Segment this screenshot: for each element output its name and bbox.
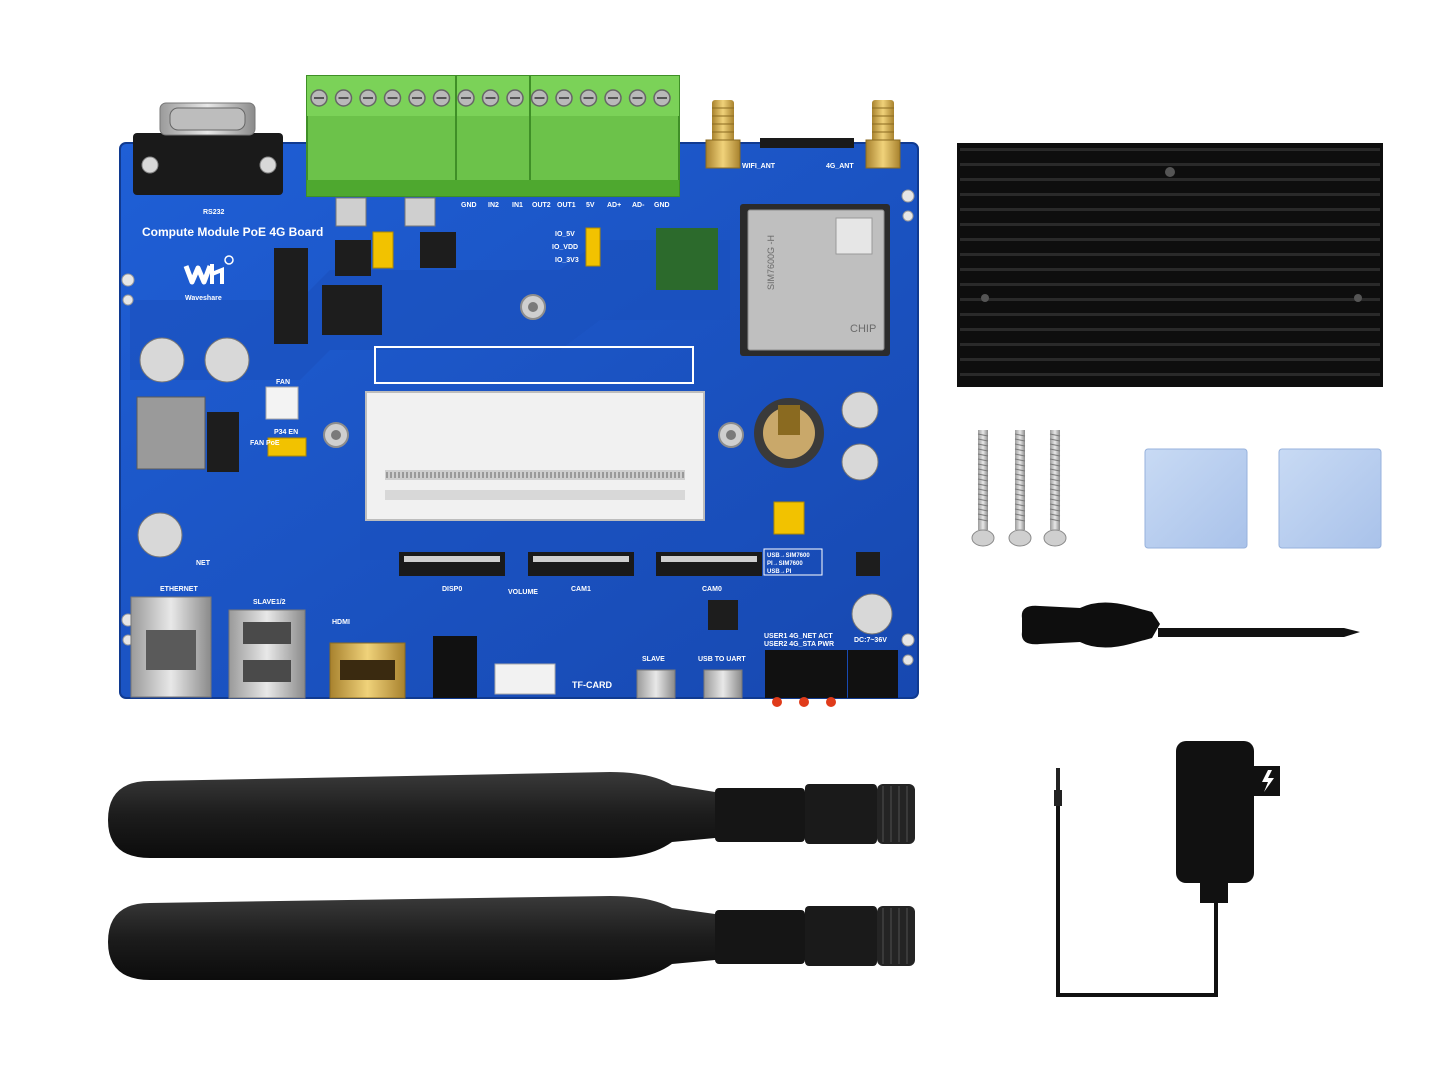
cam0-label: CAM0 bbox=[702, 586, 722, 593]
svg-text:IN1: IN1 bbox=[512, 202, 523, 209]
ic-chips bbox=[207, 228, 880, 630]
svg-text:AD+: AD+ bbox=[607, 202, 621, 209]
rs232-label: RS232 bbox=[203, 209, 225, 216]
hdmi-port bbox=[329, 642, 406, 699]
speaker-connector bbox=[494, 663, 556, 695]
svg-text:5V: 5V bbox=[586, 202, 595, 209]
svg-text:IO_VDD: IO_VDD bbox=[552, 244, 578, 251]
compute-module-socket bbox=[365, 346, 705, 521]
svg-text:PI→SIM7600: PI→SIM7600 bbox=[767, 561, 803, 567]
dc-input-label: DC:7~36V bbox=[854, 637, 887, 644]
brand-label: Waveshare bbox=[185, 295, 222, 302]
dc-power-jack bbox=[848, 650, 898, 698]
volume-label: VOLUME bbox=[508, 589, 538, 596]
sim-slot bbox=[760, 138, 854, 148]
svg-text:IO_3V3: IO_3V3 bbox=[555, 257, 579, 264]
svg-text:OUT1: OUT1 bbox=[557, 202, 576, 209]
terminal-labels: GND IN2 IN1 OUT2 OUT1 5V AD+ AD- GND bbox=[461, 202, 670, 209]
4g-sma-connector bbox=[865, 100, 901, 169]
screws bbox=[971, 430, 1067, 547]
jumpers bbox=[267, 227, 805, 535]
relay-b bbox=[404, 197, 436, 227]
antenna-bottom bbox=[108, 896, 915, 980]
svg-text:IN2: IN2 bbox=[488, 202, 499, 209]
screw bbox=[1043, 430, 1067, 547]
svg-text:OUT2: OUT2 bbox=[532, 202, 551, 209]
audio-jack bbox=[433, 636, 477, 698]
sim7600-module: SIM7600G -H CHIP bbox=[740, 204, 890, 356]
rtc-battery-holder bbox=[754, 398, 824, 468]
antenna-top bbox=[108, 772, 915, 858]
svg-text:GND: GND bbox=[461, 202, 477, 209]
svg-text:USB→PI: USB→PI bbox=[767, 569, 792, 575]
svg-text:SIM7600G -H: SIM7600G -H bbox=[766, 235, 776, 290]
cam1-label: CAM1 bbox=[571, 586, 591, 593]
micro-usb-slave bbox=[636, 669, 676, 699]
usb-switch-labels: USB→SIM7600 PI→SIM7600 USB→PI bbox=[763, 548, 823, 576]
heatsink bbox=[957, 143, 1383, 387]
svg-text:CHIP: CHIP bbox=[850, 323, 876, 335]
slave12-label: SLAVE1/2 bbox=[253, 599, 286, 606]
wifi-sma-connector bbox=[705, 100, 741, 169]
user-leds-label-1: USER1 4G_NET ACT bbox=[764, 633, 833, 640]
standoff-holes bbox=[323, 294, 744, 448]
usb-slave-ports bbox=[228, 609, 306, 699]
fan-connector bbox=[265, 386, 299, 420]
net-label: NET bbox=[196, 560, 211, 567]
status-leds bbox=[765, 650, 847, 707]
board-title: Compute Module PoE 4G Board bbox=[142, 225, 323, 239]
fan-label: FAN bbox=[276, 379, 290, 386]
4g-ant-label: 4G_ANT bbox=[826, 163, 854, 170]
waveshare-logo bbox=[183, 255, 234, 285]
ethernet-port bbox=[130, 596, 212, 698]
svg-text:AD-: AD- bbox=[632, 202, 645, 209]
thermal-pads bbox=[1144, 448, 1382, 549]
disp0-label: DISP0 bbox=[442, 586, 462, 593]
usb-to-uart-label: USB TO UART bbox=[698, 656, 746, 663]
power-adapter bbox=[1054, 741, 1280, 997]
svg-text:USB→SIM7600: USB→SIM7600 bbox=[767, 553, 810, 559]
screw bbox=[1008, 430, 1032, 547]
io-voltage-labels: IO_5V IO_VDD IO_3V3 bbox=[552, 231, 579, 264]
relay-a bbox=[335, 197, 367, 227]
fan-poe-label: FAN PoE bbox=[250, 440, 280, 447]
hdmi-label: HDMI bbox=[332, 619, 350, 626]
rs232-db9-connector bbox=[133, 102, 283, 195]
svg-text:IO_5V: IO_5V bbox=[555, 231, 575, 238]
electrolytic-capacitors bbox=[137, 337, 893, 635]
lightning-icon bbox=[1262, 770, 1274, 792]
screw bbox=[971, 430, 995, 547]
screwdriver bbox=[1021, 602, 1360, 648]
wifi-ant-label: WIFI_ANT bbox=[742, 163, 776, 170]
terminal-block bbox=[306, 75, 680, 197]
ribbon-connectors bbox=[399, 552, 762, 576]
svg-text:GND: GND bbox=[654, 202, 670, 209]
micro-usb-uart bbox=[703, 669, 743, 699]
tf-card-label: TF-CARD bbox=[572, 680, 612, 690]
transformer bbox=[136, 396, 206, 470]
p34-en-label: P34 EN bbox=[274, 429, 298, 436]
user-leds-label-2: USER2 4G_STA PWR bbox=[764, 641, 834, 648]
ethernet-label: ETHERNET bbox=[160, 586, 198, 593]
slave-label: SLAVE bbox=[642, 656, 665, 663]
